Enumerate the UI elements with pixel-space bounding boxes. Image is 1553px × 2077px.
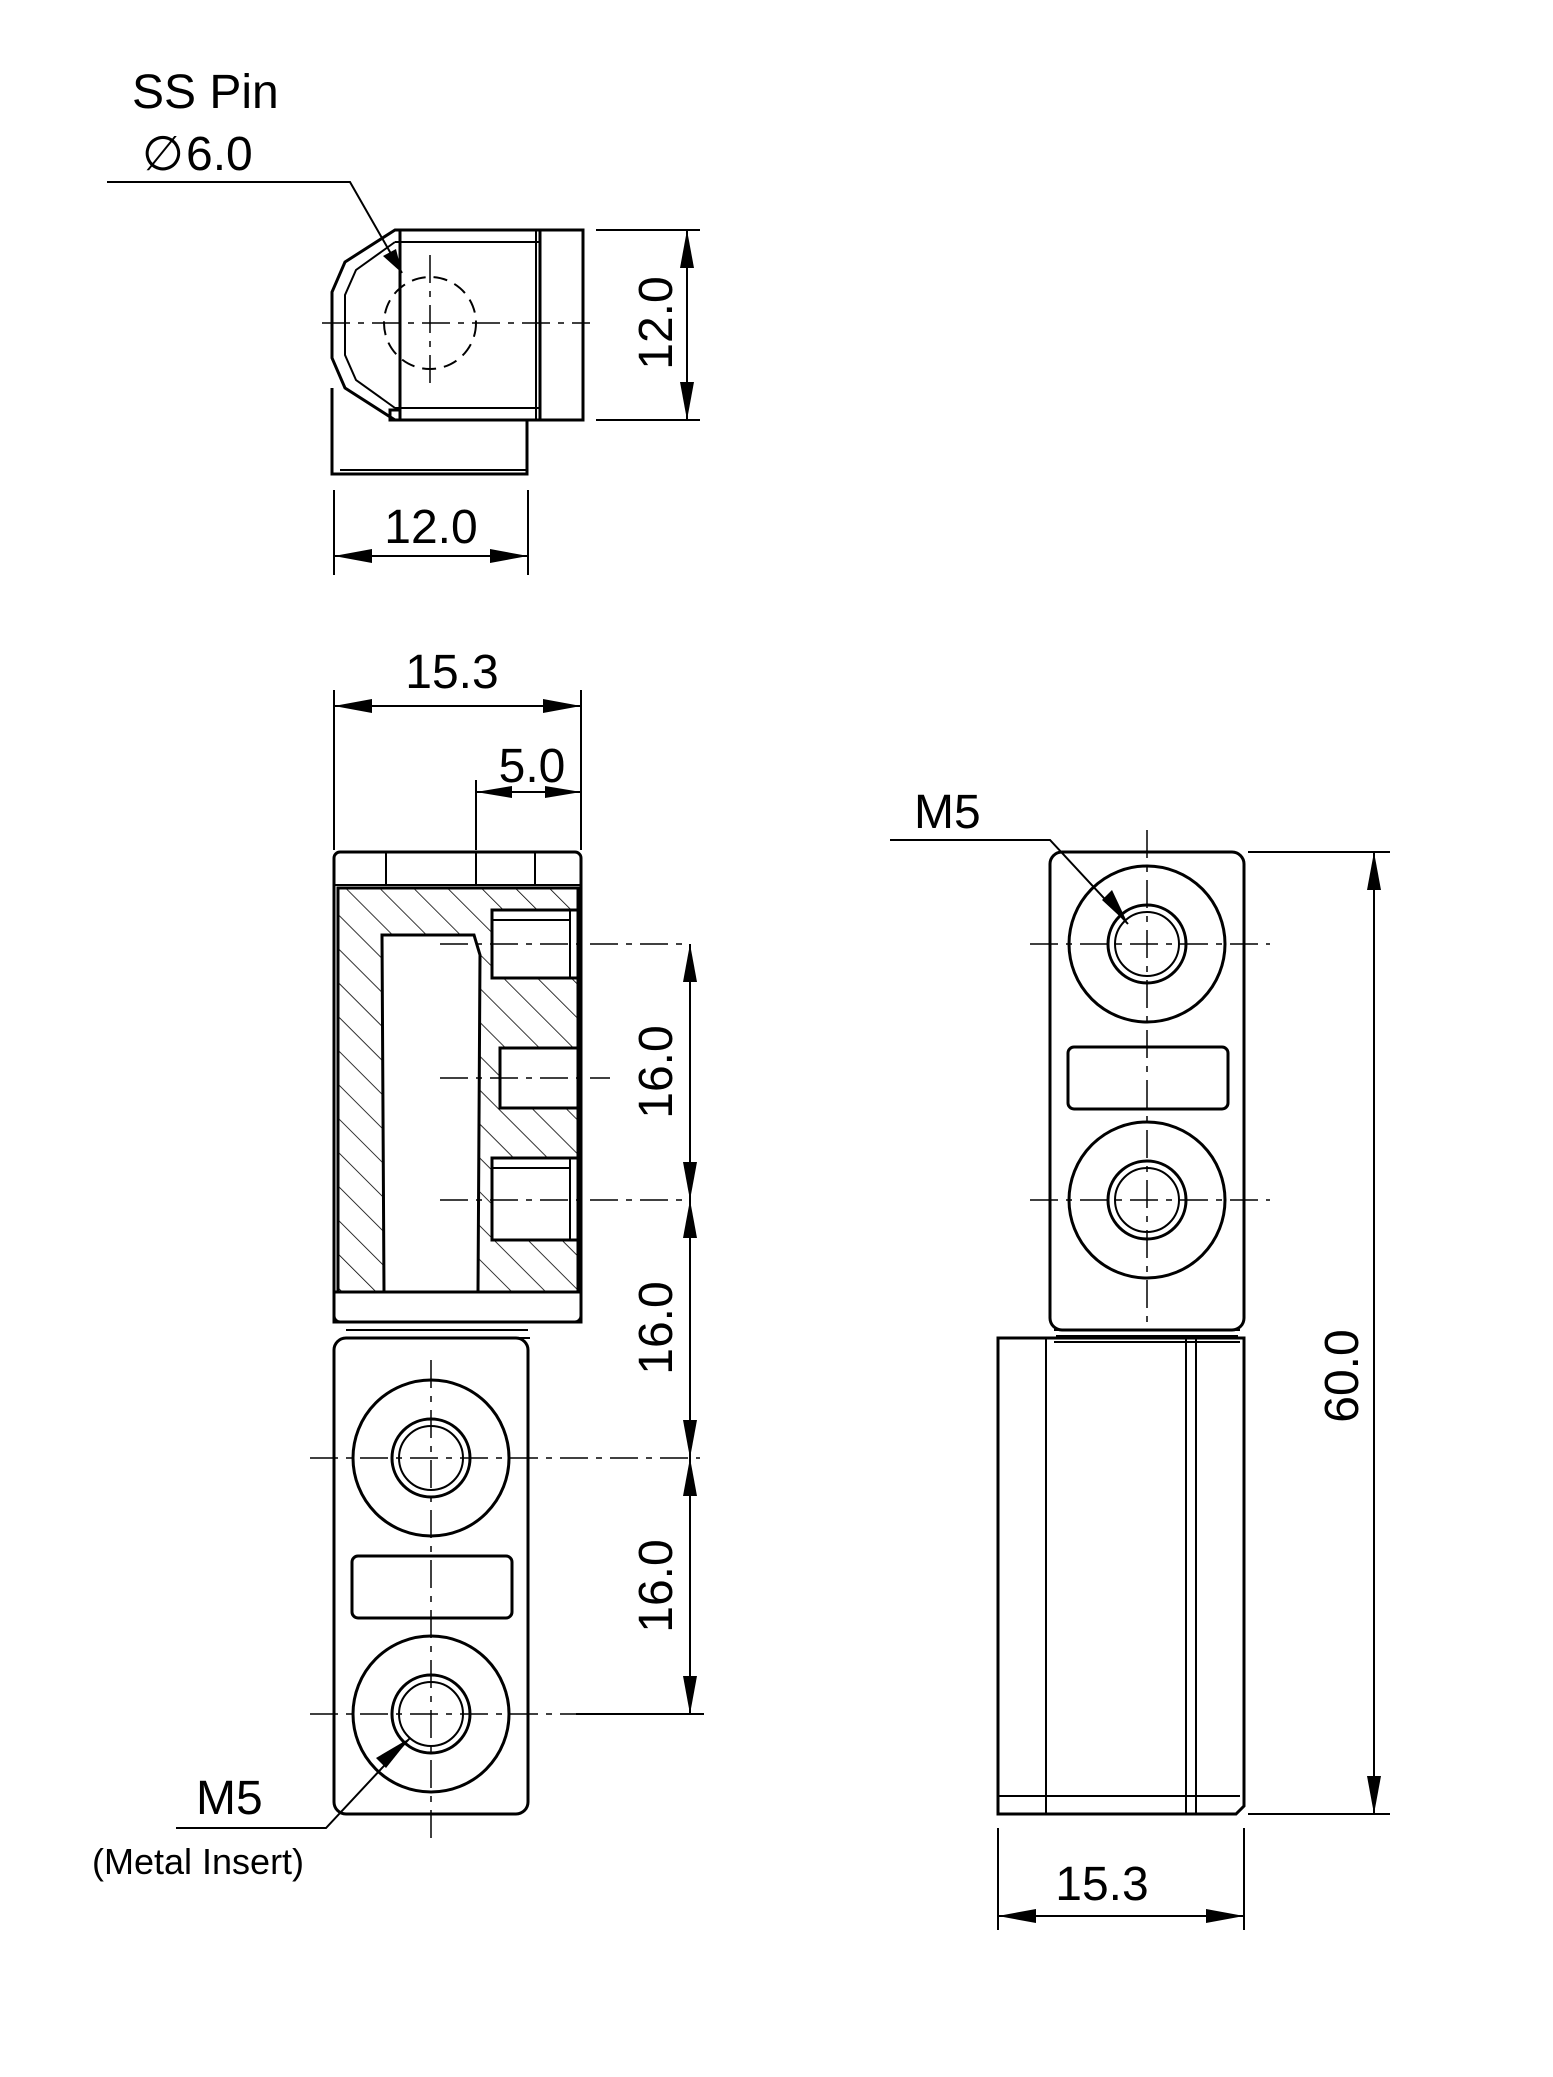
front-upper-bottom-band bbox=[332, 1290, 583, 1324]
width-arrow-right bbox=[490, 549, 528, 563]
side-knuckle-gap bbox=[1054, 1329, 1240, 1343]
length-arrow-top bbox=[1367, 852, 1381, 890]
m5-insert-note: (Metal Insert) bbox=[92, 1841, 304, 1882]
pin-leader-line bbox=[107, 181, 403, 274]
pitch-arrow-3-top bbox=[683, 1458, 697, 1496]
front-pin-cavity bbox=[380, 933, 482, 1294]
length-dim-text: 60.0 bbox=[1316, 1329, 1369, 1422]
height-arrow-bottom bbox=[680, 382, 694, 420]
width-arrow-left bbox=[334, 549, 372, 563]
side-width-arrow-left bbox=[998, 1909, 1036, 1923]
side-width-dim-text: 15.3 bbox=[1055, 1858, 1148, 1911]
top-view-inner-chamfer bbox=[344, 241, 396, 409]
top-view: SS Pin ∅ 6.0 12.0 12.0 bbox=[107, 66, 700, 575]
offset-arrow-right bbox=[545, 786, 581, 798]
length-arrow-bottom bbox=[1367, 1776, 1381, 1814]
pin-leader-arrow bbox=[383, 249, 402, 273]
front-knuckle-gap bbox=[344, 1321, 530, 1339]
pitch-arrow-1-bottom bbox=[683, 1162, 697, 1200]
pin-label: SS Pin bbox=[132, 66, 279, 119]
pitch-arrow-3-bottom bbox=[683, 1676, 697, 1714]
m5-insert-label: M5 bbox=[196, 1772, 263, 1825]
pin-diameter-value: 6.0 bbox=[186, 128, 253, 181]
front-view: 15.3 5.0 16.0 16.0 16.0 M5 (Metal Insert… bbox=[92, 646, 704, 1882]
side-view: M5 60.0 15.3 bbox=[890, 786, 1390, 1930]
front-label-recess bbox=[350, 1554, 514, 1620]
fw-arrow-left bbox=[334, 699, 372, 713]
fw-arrow-right bbox=[543, 699, 581, 713]
width-dim-text: 12.0 bbox=[384, 501, 477, 554]
pitch-arrow-1-top bbox=[683, 944, 697, 982]
offset-arrow-left bbox=[476, 786, 512, 798]
diameter-symbol: ∅ bbox=[142, 128, 184, 181]
height-dim-text: 12.0 bbox=[630, 276, 683, 369]
height-arrow-top bbox=[680, 230, 694, 268]
top-view-lower-leaf bbox=[330, 388, 529, 476]
fw-dim-text: 15.3 bbox=[405, 646, 498, 699]
side-label-recess bbox=[1066, 1045, 1230, 1111]
m5-insert-leader bbox=[176, 1737, 411, 1829]
pitch-arrow-2-top bbox=[683, 1200, 697, 1238]
side-lower-block bbox=[996, 1336, 1246, 1816]
top-view-knuckle-outline bbox=[330, 228, 542, 422]
offset-dim-text: 5.0 bbox=[499, 740, 566, 793]
top-view-body-outline bbox=[388, 228, 585, 422]
side-m5-label: M5 bbox=[914, 786, 981, 839]
pitch-dim-text-1: 16.0 bbox=[630, 1025, 683, 1118]
side-m5-arrow bbox=[1102, 890, 1128, 924]
pitch-dim-text-3: 16.0 bbox=[630, 1539, 683, 1632]
pitch-arrow-2-bottom bbox=[683, 1420, 697, 1458]
side-width-arrow-right bbox=[1206, 1909, 1244, 1923]
front-insert-lower bbox=[490, 1156, 580, 1242]
m5-insert-arrow bbox=[376, 1738, 410, 1768]
side-m5-leader bbox=[890, 839, 1129, 925]
side-hole-upper-inner bbox=[1114, 911, 1180, 977]
pitch-dim-text-2: 16.0 bbox=[630, 1281, 683, 1374]
